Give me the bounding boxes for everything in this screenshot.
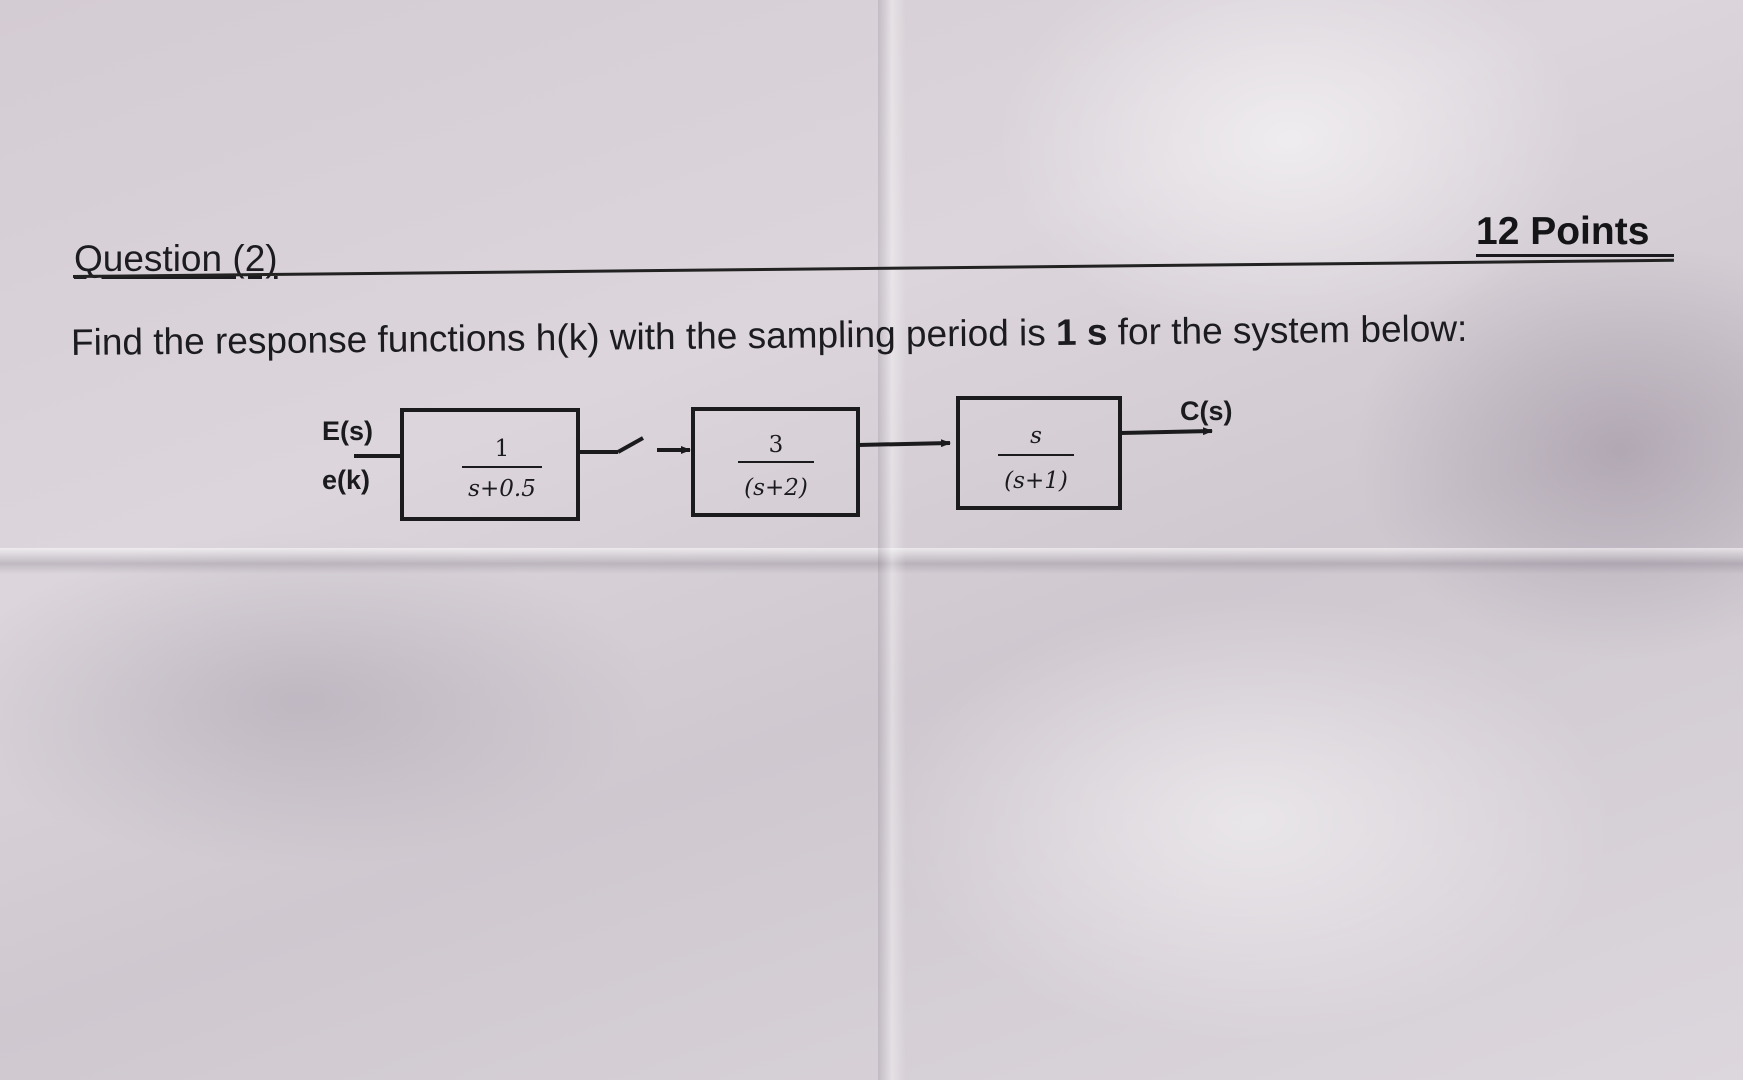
points-label: 12 Points	[1476, 210, 1650, 253]
paper-fold-vertical	[878, 0, 906, 1080]
block-3-denominator: (s+1)	[1004, 468, 1068, 494]
paper-fold-horizontal	[0, 548, 1743, 574]
input-label-es: E(s)	[322, 416, 373, 446]
block-1-denominator: s+0.5	[468, 476, 536, 502]
points-underline	[1476, 254, 1674, 257]
output-arrow	[1119, 427, 1213, 436]
block-3-numerator: s	[1030, 423, 1042, 449]
block-1-numerator: 1	[495, 436, 510, 462]
block-2	[691, 407, 860, 517]
sampler-switch	[617, 436, 644, 454]
connector-arrow-2-3	[857, 439, 951, 448]
block-3	[956, 396, 1122, 510]
block-2-numerator: 3	[769, 432, 784, 458]
input-label-ek: e(k)	[322, 465, 370, 495]
block-2-denominator: (s+2)	[744, 475, 808, 501]
question-title: Question (2)	[74, 238, 278, 279]
block-1	[400, 408, 580, 521]
output-label-cs: C(s)	[1180, 396, 1233, 426]
